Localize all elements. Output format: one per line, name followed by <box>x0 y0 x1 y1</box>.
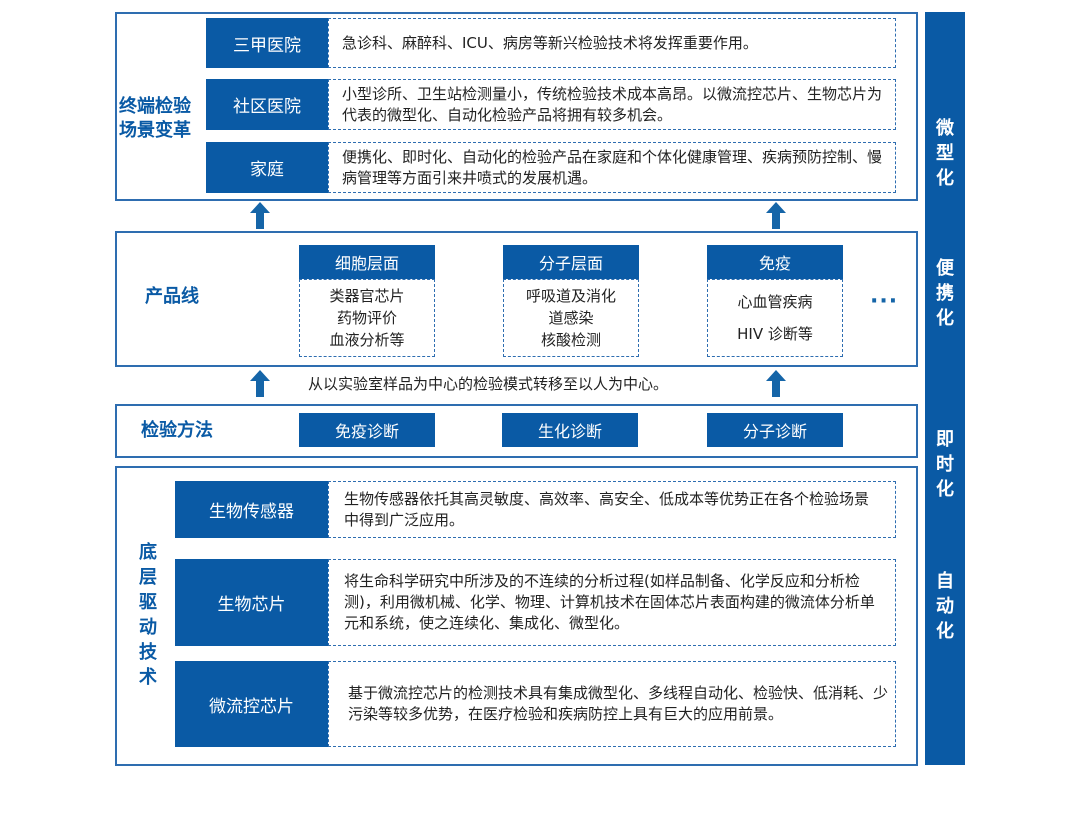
terminal-scenario-title: 终端检验 场景变革 <box>119 95 205 143</box>
method-biochemical-diagnosis: 生化诊断 <box>502 413 638 447</box>
tech-desc-box <box>328 559 896 646</box>
tech-desc-box <box>328 661 896 747</box>
trend-char: 便 <box>936 258 954 279</box>
product-card-line: 呼吸道及消化 <box>525 287 616 305</box>
product-card-body-immune: 心血管疾病 HIV 诊断等 <box>707 279 843 357</box>
trend-char: 化 <box>936 308 954 329</box>
trend-point-of-care: 即 时 化 <box>925 427 965 502</box>
tech-label-text: 生物传感器 <box>209 502 294 522</box>
tech-desc-biosensor: 生物传感器依托其高灵敏度、高效率、高安全、低成本等优势正在各个检验场景中得到广泛… <box>344 489 870 529</box>
base-tech-title-char: 底 <box>139 542 157 563</box>
terminal-title-line-1: 终端检验 <box>119 96 191 117</box>
tech-desc-box <box>328 481 896 538</box>
scenario-desc-home: 便携化、即时化、自动化的检验产品在家庭和个体化健康管理、疾病预防控制、慢病管理等… <box>342 147 883 187</box>
product-card-header-cell: 细胞层面 <box>299 245 435 279</box>
scenario-label-community-hospital: 社区医院 <box>206 79 328 130</box>
trend-portability: 便 携 化 <box>925 256 965 331</box>
trend-char: 化 <box>936 168 954 189</box>
trend-char: 型 <box>936 143 954 164</box>
trend-char: 动 <box>936 596 954 617</box>
scenario-desc-tertiary-hospital: 急诊科、麻醉科、ICU、病房等新兴检验技术将发挥重要作用。 <box>342 33 758 52</box>
product-card-body-molecular: 呼吸道及消化 道感染 核酸检测 <box>503 279 639 357</box>
up-arrow-icon <box>766 370 786 397</box>
base-tech-title-char: 层 <box>139 567 157 588</box>
trend-char: 自 <box>936 571 954 592</box>
tech-label-text: 生物芯片 <box>217 595 286 615</box>
up-arrow-icon <box>766 202 786 229</box>
tech-label-biochip: 生物芯片 <box>175 559 328 646</box>
trend-miniaturization: 微 型 化 <box>925 116 965 191</box>
method-label: 分子诊断 <box>742 422 807 441</box>
scenario-label-home: 家庭 <box>206 142 328 193</box>
product-card-line: 心血管疾病 <box>737 293 813 311</box>
product-card-line: 血液分析等 <box>329 331 405 349</box>
shift-note: 从以实验室样品为中心的检验模式转移至以人为中心。 <box>308 375 669 393</box>
scenario-desc-box <box>328 142 896 193</box>
base-tech-title-char: 动 <box>139 617 157 638</box>
trend-side-bar: 微 型 化 便 携 化 即 时 化 自 动 化 <box>925 12 965 765</box>
method-label: 免疫诊断 <box>334 422 399 441</box>
base-tech-title-char: 术 <box>139 667 157 688</box>
test-methods-title: 检验方法 <box>141 420 213 441</box>
up-arrow-icon <box>250 202 270 229</box>
product-card-body-cell: 类器官芯片 药物评价 血液分析等 <box>299 279 435 357</box>
base-tech-title-char: 技 <box>139 642 157 663</box>
product-card-line: HIV 诊断等 <box>737 325 813 343</box>
trend-char: 化 <box>936 479 954 500</box>
product-card-header-molecular: 分子层面 <box>503 245 639 279</box>
product-card-header-text: 细胞层面 <box>334 254 399 273</box>
ellipsis-icon: ··· <box>870 289 899 314</box>
up-arrow-icon <box>250 370 270 397</box>
scenario-label-text: 三甲医院 <box>233 35 301 56</box>
trend-char: 化 <box>936 621 954 642</box>
trend-char: 即 <box>936 429 954 450</box>
scenario-label-text: 家庭 <box>250 160 284 180</box>
base-tech-title-char: 驱 <box>139 592 157 613</box>
scenario-desc-box <box>328 18 896 68</box>
trend-char: 微 <box>936 118 954 139</box>
product-card-header-text: 免疫 <box>758 254 791 273</box>
scenario-desc-community-hospital: 小型诊所、卫生站检测量小，传统检验技术成本高昂。以微流控芯片、生物芯片为代表的微… <box>342 84 883 124</box>
product-card-line: 道感染 <box>548 309 594 327</box>
tech-label-biosensor: 生物传感器 <box>175 481 328 538</box>
base-tech-title: 底 层 驱 动 技 术 <box>136 540 160 690</box>
method-molecular-diagnosis: 分子诊断 <box>707 413 843 447</box>
tech-label-microfluidic-chip: 微流控芯片 <box>175 661 328 747</box>
product-card-header-immune: 免疫 <box>707 245 843 279</box>
product-card-line: 药物评价 <box>336 309 397 327</box>
product-card-header-text: 分子层面 <box>538 254 603 273</box>
terminal-title-line-2: 场景变革 <box>119 120 191 141</box>
product-card-line: 类器官芯片 <box>329 287 405 305</box>
tech-desc-biochip: 将生命科学研究中所涉及的不连续的分析过程(如样品制备、化学反应和分析检测)，利用… <box>344 572 875 632</box>
method-immunodiagnosis: 免疫诊断 <box>299 413 435 447</box>
scenario-label-text: 社区医院 <box>233 97 301 117</box>
trend-char: 携 <box>936 283 954 304</box>
trend-automation: 自 动 化 <box>925 569 965 644</box>
product-line-title: 产品线 <box>145 286 199 307</box>
tech-desc-microfluidic-chip: 基于微流控芯片的检测技术具有集成微型化、多线程自动化、检验快、低消耗、少污染等较… <box>348 684 889 723</box>
tech-label-text: 微流控芯片 <box>209 696 294 717</box>
method-label: 生化诊断 <box>537 422 602 441</box>
trend-char: 时 <box>936 454 954 475</box>
scenario-desc-box <box>328 79 896 130</box>
product-card-line: 核酸检测 <box>540 331 601 349</box>
scenario-label-tertiary-hospital: 三甲医院 <box>206 18 328 68</box>
